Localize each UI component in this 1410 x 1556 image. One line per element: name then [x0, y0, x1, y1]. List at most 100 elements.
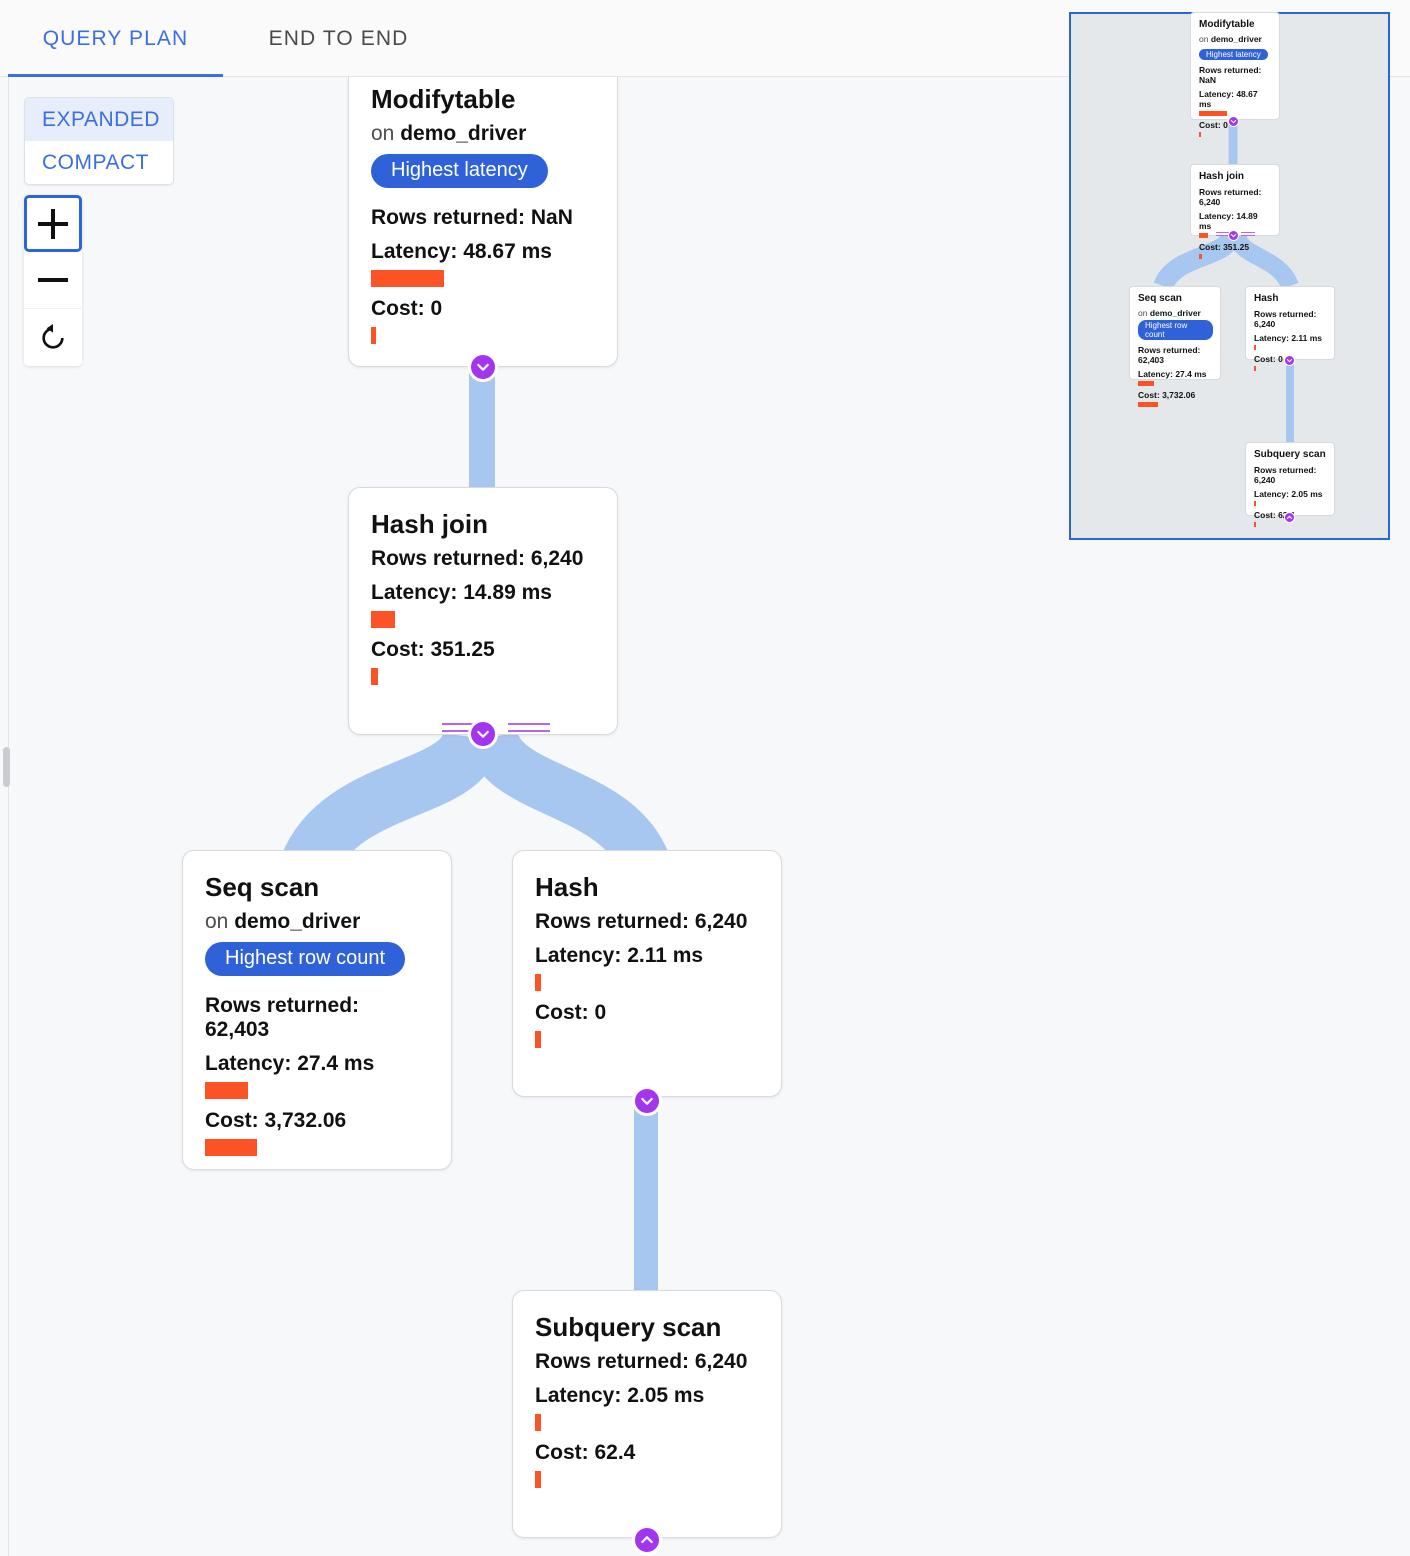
- chevron-down-icon: [1230, 234, 1237, 238]
- splitter-drag-handle[interactable]: [3, 747, 10, 787]
- tab-end-to-end[interactable]: END TO END: [231, 14, 446, 64]
- latency-bar: [371, 610, 395, 628]
- minimap-collapse-lines-left: [1216, 232, 1230, 238]
- latency-bar: [535, 973, 541, 991]
- node-title: Hash: [1254, 293, 1279, 304]
- view-mode-expanded[interactable]: EXPANDED: [25, 98, 173, 141]
- collapse-toggle-hash[interactable]: [632, 1086, 662, 1116]
- latency-metric: Latency: 27.4 ms: [1138, 368, 1207, 379]
- chevron-up-icon: [641, 1536, 653, 1544]
- zoom-in-button[interactable]: [24, 195, 82, 252]
- plan-node-subquery-scan[interactable]: Subquery scan Rows returned: 6,240 Laten…: [512, 1290, 782, 1538]
- edge-hashjoin-hash: [466, 729, 671, 877]
- minimap-collapse-toggle-hash-join[interactable]: [1228, 230, 1239, 241]
- status-badge: Highest row count: [205, 941, 406, 976]
- chevron-up-icon: [1286, 515, 1293, 519]
- node-subtitle: on demo_driver: [205, 910, 429, 934]
- latency-metric: Latency: 2.11 ms: [535, 943, 704, 967]
- minimap-collapse-lines-right: [1241, 232, 1255, 238]
- minimap-expand-toggle-subquery-scan[interactable]: [1284, 512, 1295, 523]
- node-on-prefix: on: [1138, 307, 1150, 318]
- status-badge: Highest latency: [1199, 48, 1268, 60]
- plus-icon: [38, 208, 68, 239]
- node-title: Subquery scan: [535, 1312, 722, 1342]
- minimap[interactable]: Modifytable on demo_driver Highest laten…: [1069, 12, 1390, 540]
- zoom-reset-button[interactable]: [24, 309, 82, 366]
- node-title: Hash: [535, 872, 599, 902]
- collapse-lines-right: [508, 723, 550, 737]
- latency-bar: [1199, 110, 1227, 116]
- node-title: Seq scan: [205, 872, 320, 902]
- chevron-down-icon: [1230, 120, 1237, 124]
- plan-edges: [280, 367, 671, 1297]
- view-mode-compact-label: COMPACT: [42, 150, 149, 174]
- node-subtitle: on demo_driver: [1199, 34, 1272, 44]
- zoom-out-button[interactable]: [24, 252, 82, 309]
- minimap-node-modifytable[interactable]: Modifytable on demo_driver Highest laten…: [1190, 12, 1280, 137]
- status-badge: Highest row count: [1138, 319, 1213, 340]
- latency-bar: [535, 1413, 541, 1431]
- plan-node-seq-scan[interactable]: Seq scan on demo_driver Highest row coun…: [182, 850, 452, 1170]
- expand-toggle-subquery-scan[interactable]: [632, 1525, 662, 1555]
- rows-returned-metric: Rows returned: 6,240: [371, 546, 584, 570]
- node-subtitle: on demo_driver: [1138, 308, 1213, 318]
- plan-node-modifytable[interactable]: Modifytable on demo_driver Highest laten…: [348, 77, 618, 367]
- tab-query-plan[interactable]: QUERY PLAN: [8, 14, 223, 77]
- rows-returned-metric: Rows returned: 6,240: [535, 909, 748, 933]
- minimap-node-seq-scan[interactable]: Seq scan on demo_driver Highest row coun…: [1129, 286, 1221, 407]
- collapse-toggle-modifytable[interactable]: [468, 352, 498, 382]
- cost-bar: [535, 1030, 541, 1048]
- collapse-toggle-hash-join[interactable]: [468, 719, 498, 749]
- node-on-prefix: on: [371, 121, 401, 145]
- rows-returned-metric: Rows returned: 62,403: [205, 993, 360, 1041]
- collapse-lines-left: [442, 723, 484, 737]
- latency-metric: Latency: 27.4 ms: [205, 1051, 375, 1075]
- latency-metric: Latency: 14.89 ms: [1199, 210, 1258, 231]
- latency-metric: Latency: 2.05 ms: [1254, 488, 1323, 499]
- rows-returned-metric: Rows returned: NaN: [1199, 64, 1262, 85]
- mini-edge-hashjoin-hash: [1228, 232, 1299, 290]
- view-mode-expanded-label: EXPANDED: [42, 107, 160, 131]
- minus-icon: [38, 265, 68, 295]
- node-title: Modifytable: [1199, 19, 1255, 30]
- zoom-controls: [24, 195, 82, 366]
- status-badge: Highest latency: [371, 153, 548, 188]
- view-mode-compact[interactable]: COMPACT: [25, 141, 173, 184]
- cost-bar: [1254, 521, 1256, 527]
- minimap-collapse-toggle-modifytable[interactable]: [1228, 116, 1239, 127]
- cost-bar: [371, 667, 378, 685]
- chevron-down-icon: [641, 1097, 653, 1105]
- cost-metric: Cost: 62.4: [1254, 509, 1295, 520]
- node-table-name: demo_driver: [1210, 33, 1262, 44]
- latency-metric: Latency: 2.11 ms: [1254, 332, 1323, 343]
- node-on-prefix: on: [1199, 33, 1211, 44]
- tab-end-to-end-label: END TO END: [268, 27, 409, 50]
- node-table-name: demo_driver: [400, 121, 527, 145]
- node-title: Hash join: [1199, 171, 1245, 182]
- node-title: Modifytable: [371, 84, 516, 114]
- minimap-collapse-toggle-hash[interactable]: [1284, 355, 1295, 366]
- cost-bar: [371, 326, 376, 344]
- node-subtitle: on demo_driver: [371, 122, 595, 146]
- plan-node-hash-join[interactable]: Hash join Rows returned: 6,240 Latency: …: [348, 487, 618, 735]
- minimap-node-subquery-scan[interactable]: Subquery scan Rows returned: 6,240 Laten…: [1245, 442, 1335, 527]
- latency-bar: [1199, 232, 1208, 238]
- minimap-node-hash[interactable]: Hash Rows returned: 6,240 Latency: 2.11 …: [1245, 286, 1335, 371]
- rows-returned-metric: Rows returned: 6,240: [1254, 464, 1317, 485]
- cost-bar: [1254, 365, 1256, 371]
- minimap-node-hash-join[interactable]: Hash join Rows returned: 6,240 Latency: …: [1190, 164, 1280, 259]
- latency-bar: [1254, 500, 1256, 506]
- node-title: Seq scan: [1138, 293, 1182, 304]
- cost-bar: [1199, 131, 1201, 137]
- node-title: Subquery scan: [1254, 449, 1326, 460]
- latency-bar: [1254, 344, 1256, 350]
- cost-bar: [1138, 401, 1158, 407]
- latency-bar: [371, 269, 444, 287]
- plan-node-hash[interactable]: Hash Rows returned: 6,240 Latency: 2.11 …: [512, 850, 782, 1097]
- tab-query-plan-label: QUERY PLAN: [42, 27, 189, 50]
- rows-returned-metric: Rows returned: 62,403: [1138, 344, 1201, 365]
- cost-bar: [205, 1138, 257, 1156]
- latency-metric: Latency: 48.67 ms: [371, 239, 552, 263]
- node-table-name: demo_driver: [1149, 307, 1201, 318]
